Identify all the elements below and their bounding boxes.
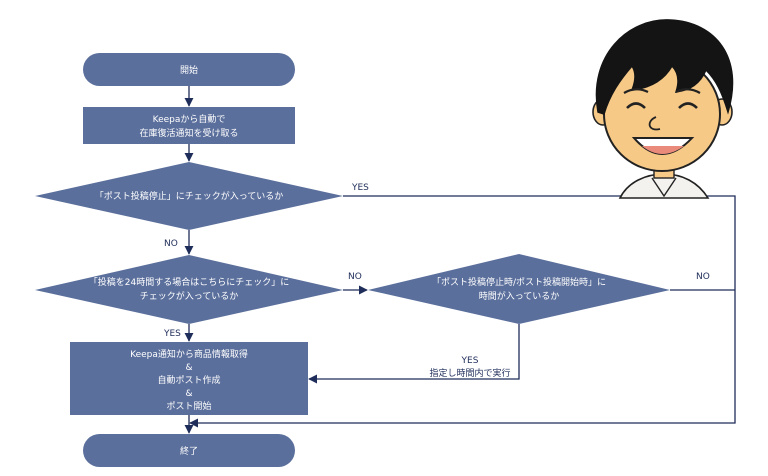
edge-label-stop-yes: YES	[351, 183, 369, 193]
decision-24h-label-1: 「投稿を24時間する場合はこちらにチェック」に	[89, 276, 289, 288]
edge-label-24h-yes: YES	[163, 329, 181, 339]
decision-24h: 「投稿を24時間する場合はこちらにチェック」に チェックが入っているか	[35, 255, 343, 324]
cartoon-person-avatar	[592, 19, 734, 199]
action-label-3: 自動ポスト作成	[157, 374, 220, 386]
end-terminal: 終了	[83, 434, 295, 467]
action-label-1: Keepa通知から商品情報取得	[130, 348, 248, 360]
decision-time-label-2: 時間が入っているか	[479, 290, 560, 302]
start-label: 開始	[180, 64, 198, 76]
receive-process: Keepaから自動で 在庫復活通知を受け取る	[83, 107, 295, 144]
end-label: 終了	[180, 445, 198, 457]
action-process: Keepa通知から商品情報取得 & 自動ポスト作成 & ポスト開始	[70, 342, 308, 415]
edge-label-24h-no: NO	[348, 272, 362, 282]
start-terminal: 開始	[83, 53, 295, 86]
decision-post-stop-label: 「ポスト投稿停止」にチェックが入っているか	[95, 190, 284, 202]
action-label-5: ポスト開始	[166, 400, 211, 412]
connectors	[184, 86, 736, 434]
edge-stop-yes	[189, 195, 736, 428]
decision-time-label-1: 「ポスト投稿停止時/ポスト投稿開始時」に	[432, 276, 606, 288]
edge-time-yes	[308, 324, 520, 384]
receive-label-1: Keepaから自動で	[153, 113, 226, 125]
action-label-2: &	[185, 363, 192, 373]
decision-post-stop: 「ポスト投稿停止」にチェックが入っているか	[35, 162, 343, 230]
decision-24h-label-2: チェックが入っているか	[140, 290, 239, 302]
edge-label-time-no: NO	[696, 272, 710, 282]
edge-label-stop-no: NO	[164, 239, 178, 249]
decision-time-set: 「ポスト投稿停止時/ポスト投稿開始時」に 時間が入っているか	[368, 254, 670, 324]
receive-label-2: 在庫復活通知を受け取る	[139, 127, 238, 139]
action-label-4: &	[185, 389, 192, 399]
edge-label-time-yes-note: 指定し時間内で実行	[429, 367, 510, 379]
edge-label-time-yes: YES	[461, 356, 479, 366]
